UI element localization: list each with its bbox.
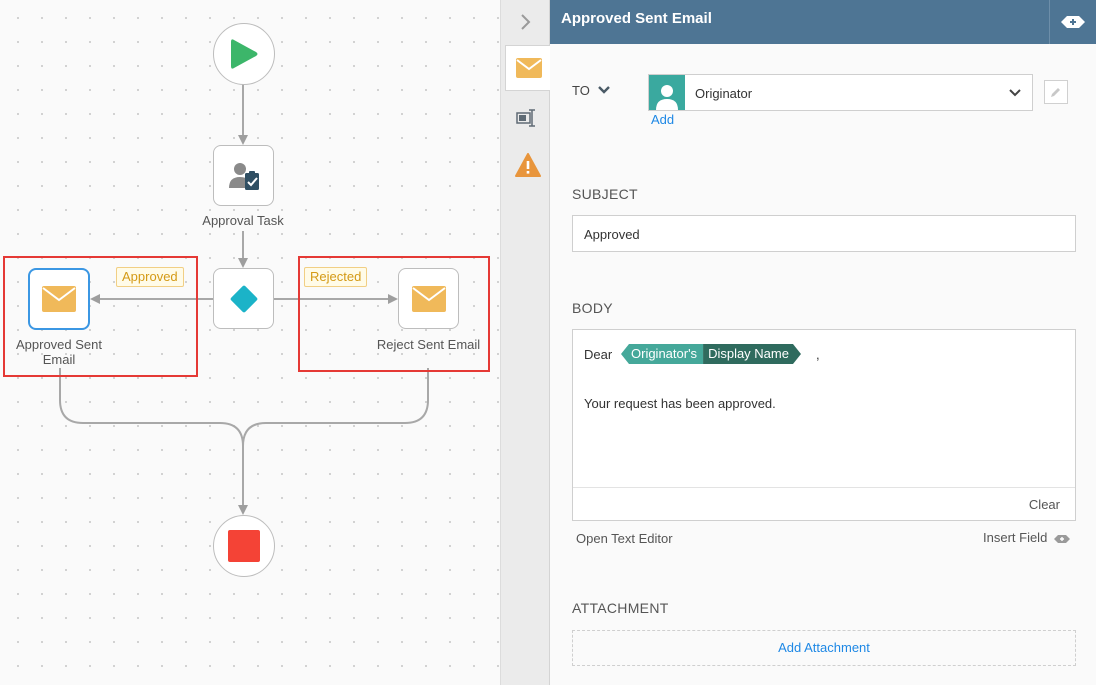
insert-field-text: Insert Field — [983, 530, 1048, 545]
panel-title: Approved Sent Email — [561, 10, 712, 27]
tab-form[interactable] — [505, 95, 551, 141]
end-node[interactable] — [213, 515, 275, 577]
form-tab-icon — [516, 109, 535, 127]
open-text-editor-link[interactable]: Open Text Editor — [576, 531, 673, 546]
connector-lines — [59, 84, 429, 515]
tab-warnings[interactable] — [505, 142, 551, 188]
mail-icon — [42, 286, 76, 312]
body-text: Your request has been approved. — [584, 396, 776, 411]
properties-tab-strip — [501, 0, 551, 685]
reject-email-node[interactable] — [398, 268, 459, 329]
approved-branch-highlight — [3, 256, 198, 377]
rejected-branch-tag: Rejected — [304, 267, 368, 287]
token-source: Originator's — [621, 344, 704, 364]
chevron-down-icon — [1008, 86, 1022, 105]
approved-email-node[interactable] — [28, 268, 90, 330]
add-recipient-link[interactable]: Add — [651, 112, 675, 127]
collapse-panel-button[interactable] — [501, 0, 550, 44]
chevron-down-icon — [598, 86, 610, 94]
start-node[interactable] — [213, 23, 275, 85]
body-greeting: Dear — [584, 347, 613, 362]
expand-icon — [1061, 16, 1085, 28]
gateway-node[interactable] — [213, 268, 274, 329]
clear-body-button[interactable]: Clear — [1028, 497, 1060, 512]
to-label: TO — [572, 83, 590, 98]
panel-header: Approved Sent Email — [550, 0, 1096, 44]
mail-tab-icon — [515, 58, 542, 78]
gateway-diamond-icon — [230, 285, 257, 312]
person-icon — [649, 75, 685, 110]
approved-email-label: Approved Sent Email — [15, 337, 102, 367]
reject-email-label: Reject Sent Email — [376, 337, 481, 352]
field-token-originator-display-name[interactable]: Originator's Display Name — [621, 344, 801, 364]
warning-icon — [515, 153, 541, 177]
body-comma: , — [816, 347, 820, 362]
workflow-canvas[interactable]: Approval Task Approved Rejected Approved… — [0, 0, 501, 685]
body-label: BODY — [572, 300, 613, 316]
insert-field-icon — [1053, 534, 1070, 543]
recipient-value: Originator — [695, 86, 753, 101]
insert-field-link[interactable]: Insert Field — [983, 530, 1071, 545]
token-property: Display Name — [703, 344, 801, 364]
rejected-branch-highlight — [298, 256, 490, 372]
tab-email[interactable] — [505, 45, 551, 91]
approval-user-icon — [228, 162, 259, 190]
body-editor[interactable]: Dear Originator's Display Name , Your re… — [572, 329, 1076, 521]
to-options-toggle[interactable] — [597, 83, 611, 102]
edit-recipient-button[interactable] — [1044, 80, 1068, 104]
approval-task-label: Approval Task — [202, 213, 284, 228]
add-attachment-button[interactable]: Add Attachment — [572, 630, 1076, 666]
subject-input[interactable]: Approved — [572, 215, 1076, 252]
pencil-icon — [1051, 88, 1060, 97]
approval-task-node[interactable] — [213, 145, 274, 206]
attachment-label: ATTACHMENT — [572, 600, 669, 616]
stop-icon — [228, 530, 260, 562]
expand-panel-button[interactable] — [1049, 0, 1096, 44]
subject-value: Approved — [584, 227, 640, 242]
approved-branch-tag: Approved — [116, 267, 184, 287]
mail-icon — [411, 285, 446, 312]
body-footer: Clear — [573, 487, 1075, 520]
subject-label: SUBJECT — [572, 186, 638, 202]
play-icon — [231, 39, 258, 69]
recipient-select[interactable]: Originator — [648, 74, 1033, 111]
chevron-right-icon — [520, 14, 530, 30]
properties-panel: Approved Sent Email TO Originator — [550, 0, 1096, 685]
